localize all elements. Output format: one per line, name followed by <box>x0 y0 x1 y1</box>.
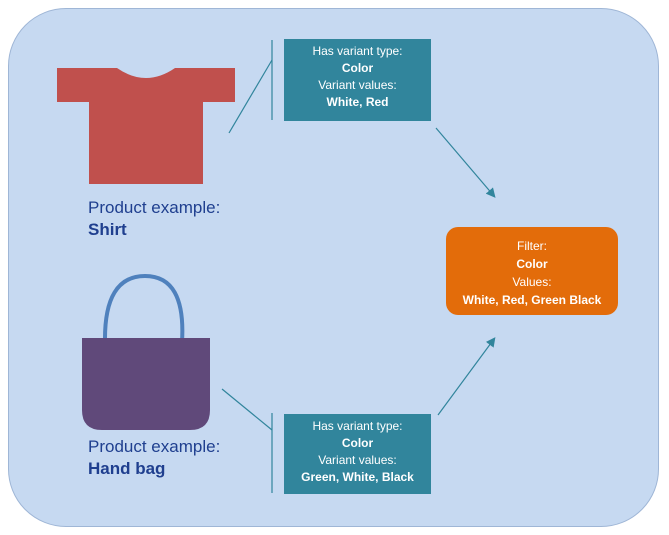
filter-label: Filter: <box>517 239 547 253</box>
shirt-variant-type-value: Color <box>341 61 374 75</box>
bag-bracket-line <box>221 388 273 431</box>
shirt-bracket-line <box>228 59 273 134</box>
bag-body <box>82 338 210 430</box>
hand-bag-variant-type-label: Has variant type: <box>312 419 403 433</box>
shirt-variant-values-value: White, Red <box>326 95 389 109</box>
shirt-icon <box>57 68 235 184</box>
shirt-variant-values-label: Variant values: <box>318 78 397 92</box>
filter-box: Filter: Color Values: White, Red, Green … <box>446 227 618 315</box>
shirt-caption-label: Product example: <box>88 198 221 217</box>
arrow-bag-to-filter <box>437 337 496 416</box>
shirt-caption: Product example: Shirt <box>88 197 220 241</box>
hand-bag-variant-values-label: Variant values: <box>318 453 397 467</box>
hand-bag-caption-name: Hand bag <box>88 459 166 478</box>
shirt-variant-box: Has variant type: Color Variant values: … <box>284 39 431 121</box>
filter-type-value: Color <box>516 257 548 271</box>
shirt-variant-type-label: Has variant type: <box>312 44 403 58</box>
hand-bag-caption-label: Product example: <box>88 437 221 456</box>
hand-bag-variant-type-value: Color <box>341 436 374 450</box>
hand-bag-variant-values-value: Green, White, Black <box>301 470 414 484</box>
filter-values-label: Values: <box>512 275 552 289</box>
hand-bag-variant-box: Has variant type: Color Variant values: … <box>284 414 431 494</box>
bag-handle <box>102 273 185 343</box>
arrow-shirt-to-filter <box>435 127 496 198</box>
shirt-caption-name: Shirt <box>88 220 127 239</box>
hand-bag-icon <box>82 273 210 430</box>
filter-values-value: White, Red, Green Black <box>462 293 602 307</box>
hand-bag-caption: Product example: Hand bag <box>88 436 220 480</box>
shirt-shape <box>57 68 235 184</box>
